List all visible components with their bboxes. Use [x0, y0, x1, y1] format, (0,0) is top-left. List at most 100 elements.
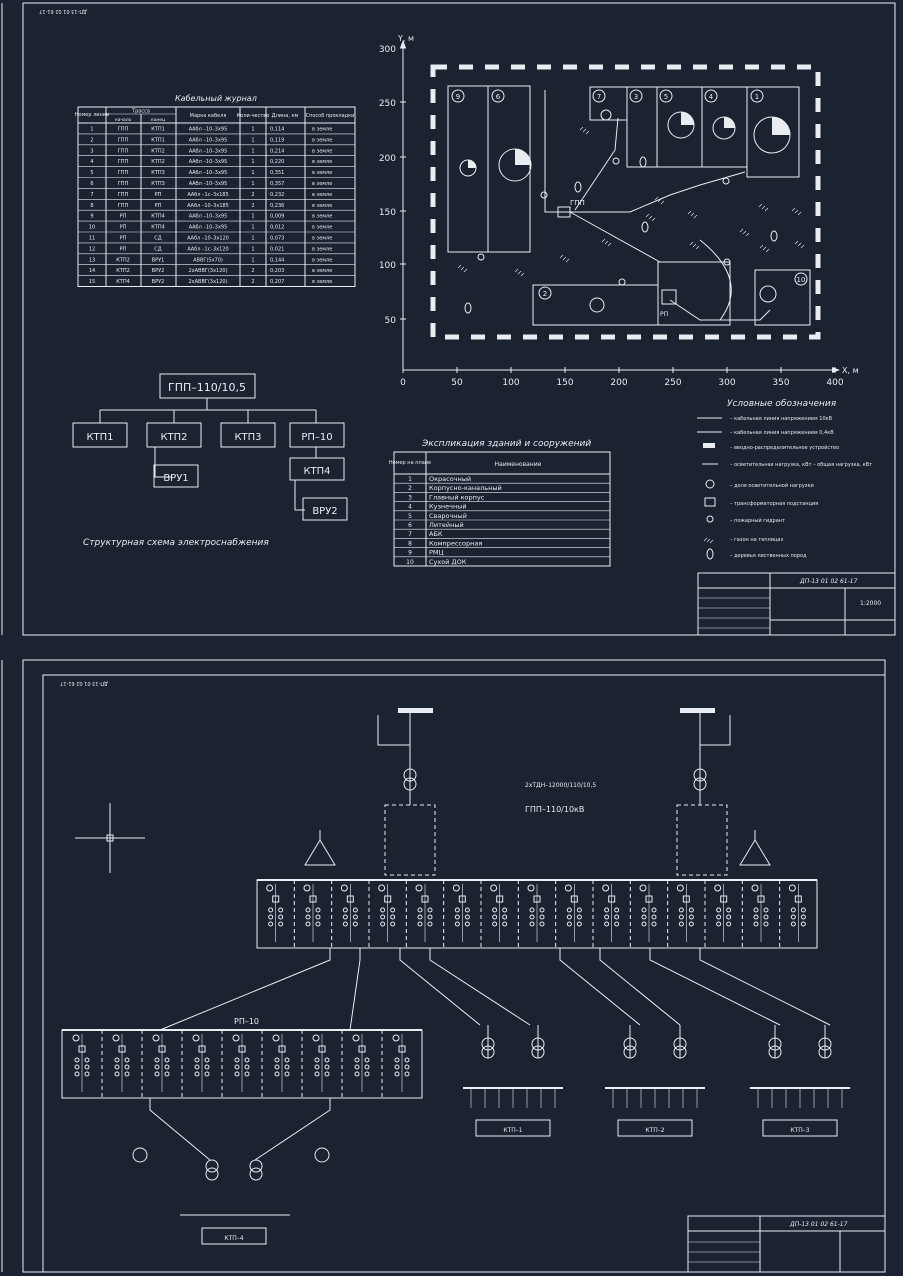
journal-cell: РП — [120, 246, 127, 252]
structure-root: ГПП–110/10,5 — [168, 381, 246, 394]
journal-cell: ВРУ1 — [152, 257, 165, 263]
x-tick-label: 200 — [610, 378, 627, 388]
journal-cell: ААбл –10–3х185 — [187, 203, 229, 209]
journal-cell: 2 — [251, 203, 254, 209]
building-number: 4 — [709, 93, 714, 101]
journal-cell: 5 — [90, 170, 93, 176]
legend-item: – газон на теплицах — [730, 537, 783, 543]
journal-cell: КТП4 — [116, 279, 130, 285]
ktp4-label: КТП4 — [303, 466, 330, 477]
journal-cell: 6 — [90, 181, 93, 187]
journal-cell: 10 — [89, 225, 95, 231]
journal-cell: в земле — [312, 246, 332, 252]
journal-cell: АВВГ(5х70) — [193, 257, 223, 263]
journal-cell: КТП2 — [116, 257, 130, 263]
explication-name: Компрессорная — [429, 539, 482, 547]
ktp-label: КТП–2 — [645, 1127, 664, 1134]
journal-cell: 1 — [251, 127, 254, 133]
journal-cell: ГПП — [118, 181, 129, 187]
journal-cell: ГПП — [118, 170, 129, 176]
journal-cell: 2хАВВГ(3х120) — [188, 279, 227, 285]
journal-cell: РП — [120, 214, 127, 220]
journal-cell: в земле — [312, 127, 332, 133]
explication-num: 5 — [408, 513, 412, 520]
journal-cell: 9 — [90, 214, 93, 220]
journal-cell: ГПП — [118, 127, 129, 133]
x-tick-label: 350 — [772, 378, 789, 388]
structure-label: КТП2 — [160, 432, 187, 443]
journal-cell: ААбл –10–3х95 — [189, 159, 228, 165]
explication-name: Окрасочный — [429, 475, 471, 483]
building-number: 6 — [496, 93, 501, 101]
journal-cell: ААбл –1с–3х185 — [187, 192, 228, 198]
gpp-symbol — [557, 206, 571, 218]
ktp-label: КТП–3 — [790, 1127, 809, 1134]
explication-title: Экспликация зданий и сооружений — [421, 439, 591, 449]
x-tick-label: 400 — [826, 378, 843, 388]
sheet-1-stamp: ДП-13 01 02 61-17 1:2000 — [697, 572, 896, 636]
vru1-label: ВРУ1 — [163, 473, 188, 484]
structure-label: КТП1 — [86, 432, 113, 443]
explication-name: Сварочный — [429, 512, 467, 520]
journal-header-length: Длина, км — [272, 113, 299, 119]
journal-cell: 1 — [251, 225, 254, 231]
explication-num: 8 — [408, 540, 412, 547]
journal-cell: 1 — [251, 137, 254, 143]
journal-cell: 0,351 — [270, 170, 284, 176]
journal-cell: ААбл –1с–3х120 — [187, 246, 228, 252]
explication-num: 3 — [408, 494, 412, 501]
lawns — [457, 126, 805, 314]
gpp-title: ГПП–110/10кВ — [525, 805, 584, 814]
ktp-box — [475, 1119, 551, 1137]
explication-name: Главный корпус — [429, 493, 485, 501]
journal-cell: в земле — [312, 214, 332, 220]
journal-cell: 0,207 — [270, 279, 284, 285]
ktp-box — [617, 1119, 693, 1137]
journal-cell: в земле — [312, 279, 332, 285]
journal-cell: ААбл –10–3х95 — [189, 170, 228, 176]
journal-cell: ААбл –10–3х95 — [189, 214, 228, 220]
journal-cell: ААбл –10–3х95 — [189, 148, 228, 154]
journal-cell: 0,220 — [270, 159, 284, 165]
journal-header-method: Способ прокладки — [306, 113, 355, 119]
rp-label: РП — [660, 311, 668, 318]
journal-cell: 1 — [251, 148, 254, 154]
journal-cell: КТП2 — [151, 148, 165, 154]
rp-title: РП–10 — [234, 1017, 259, 1026]
journal-cell: 0,144 — [270, 257, 284, 263]
sheet-1-stamp-code: ДП-13 01 02 61-17 — [799, 578, 858, 585]
journal-cell: КТП4 — [151, 225, 165, 231]
building-number: 2 — [543, 290, 547, 298]
journal-cell: 0,012 — [270, 225, 284, 231]
building-number: 1 — [755, 93, 759, 101]
explication-name: РМЦ — [429, 549, 444, 557]
transformer-label: 2хТДН–12000/110/10,5 — [525, 782, 596, 789]
journal-cell: 14 — [89, 268, 95, 274]
journal-cell: 0,214 — [270, 148, 284, 154]
explication-name: Литейный — [429, 521, 464, 529]
journal-cell: КТП1 — [151, 127, 165, 133]
explication-num: 10 — [406, 559, 414, 566]
explication-num: 1 — [408, 476, 412, 483]
explication-num: 4 — [408, 504, 412, 511]
journal-cell: 2 — [251, 268, 254, 274]
gpp-cells — [266, 880, 806, 948]
legend-item: – кабельная линия напряжением 0,4кВ — [730, 430, 834, 436]
journal-cell: СД — [154, 246, 161, 252]
x-tick-label: 50 — [451, 378, 463, 388]
journal-cell: в земле — [312, 257, 332, 263]
journal-cell: в земле — [312, 137, 332, 143]
building-number: 7 — [597, 93, 601, 101]
building-number: 9 — [456, 93, 460, 101]
journal-cell: КТП1 — [151, 137, 165, 143]
journal-cell: 1 — [251, 181, 254, 187]
structure-label: КТП3 — [234, 432, 261, 443]
y-tick-label: 50 — [385, 316, 397, 326]
legend-item: – пожарный гидрант — [730, 517, 785, 524]
explication-num: 6 — [408, 522, 412, 529]
y-tick-label: 150 — [379, 208, 396, 218]
